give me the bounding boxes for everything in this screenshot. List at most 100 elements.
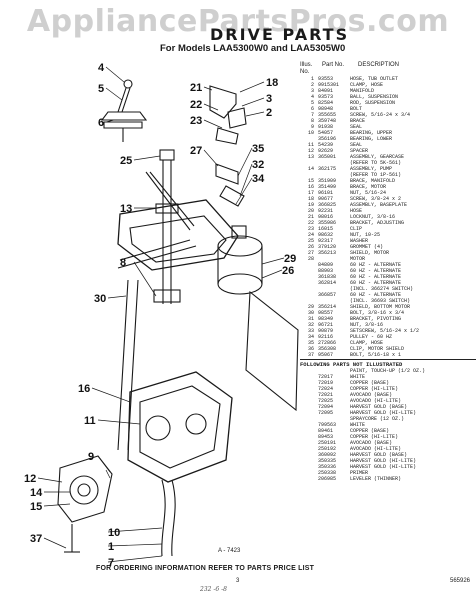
- suspension-ball: [123, 79, 133, 89]
- illus-number: 1: [310, 76, 314, 82]
- part-number: 361838: [318, 274, 337, 280]
- part-description: HOSE: [350, 208, 363, 214]
- part-description: CLAMP, HOSE: [350, 82, 384, 88]
- illus-number: 4: [310, 94, 314, 100]
- callout-16: 16: [78, 383, 90, 395]
- figure-reference: A - 7423: [218, 548, 241, 554]
- part-number: 54057: [318, 130, 334, 136]
- part-number: 54239: [318, 142, 334, 148]
- part-description: SPACER: [350, 148, 369, 154]
- page-number: 3: [236, 578, 240, 584]
- illus-number: 24: [307, 232, 314, 238]
- part-description: BRACKET, ADJUSTING: [350, 220, 405, 226]
- callout-9: 9: [88, 451, 94, 463]
- illus-number: 13: [307, 154, 314, 160]
- part-description: HOSE, TUB OUTLET: [350, 76, 399, 82]
- part-description: BALL, SUSPENSION: [350, 94, 399, 100]
- part-description: HARVEST GOLD (HI-LITE): [350, 464, 417, 470]
- part-description: HARVEST GOLD (HI-LITE): [350, 410, 417, 416]
- part-description: SPRAYCORE (12 OZ.): [350, 416, 405, 422]
- callout-21: 21: [190, 82, 202, 94]
- table-row: (INCL. 36693 SWITCH): [300, 298, 476, 304]
- part-number: 89453: [318, 434, 334, 440]
- illus-number: 35: [307, 340, 314, 346]
- table-row: SPRAYCORE (12 OZ.): [300, 416, 476, 422]
- part-number: 366857: [318, 292, 337, 298]
- part-description: SHIELD, BOTTOM MOTOR: [350, 304, 411, 310]
- part-description: GROMMET (4): [350, 244, 384, 250]
- part-number: 362175: [318, 166, 337, 172]
- col-illus-no: Illus. No.: [300, 62, 313, 75]
- part-description: SHIELD, MOTOR: [350, 250, 390, 256]
- ordering-footer: FOR ORDERING INFORMATION REFER TO PARTS …: [96, 565, 315, 572]
- part-description: AVOCADO (BASE): [350, 440, 393, 446]
- part-description: ASSEMBLY, PUMP: [350, 166, 393, 172]
- part-description: 60 HZ - ALTERNATE: [350, 262, 402, 268]
- callout-14: 14: [30, 487, 43, 499]
- table-row: 72024 COPPER (HI-LITE): [300, 386, 476, 392]
- part-description: COPPER (HI-LITE): [350, 386, 399, 392]
- part-description: BRACE, MANIFOLD: [350, 178, 396, 184]
- illus-number: 30: [307, 310, 314, 316]
- part-description: (INCL. 366274 SWITCH): [350, 286, 414, 292]
- part-description: AVOCADO (HI-LITE): [350, 446, 402, 452]
- part-number: 84091: [318, 88, 334, 94]
- part-number: 98632: [318, 232, 334, 238]
- part-number: 356196: [318, 136, 337, 142]
- part-description: LEVELER (THINNER): [350, 476, 402, 482]
- part-description: (INCL. 36693 SWITCH): [350, 298, 411, 304]
- part-description: BRACKET, PIVOTING: [350, 316, 402, 322]
- part-number: 92629: [318, 148, 334, 154]
- illus-number: 7: [310, 112, 314, 118]
- handwritten-note: 232 -6 -8: [200, 586, 227, 593]
- part-number: 360092: [318, 452, 337, 458]
- part-number: 356308: [318, 346, 337, 352]
- illus-number: 3: [310, 88, 314, 94]
- part-number: 72024: [318, 386, 334, 392]
- part-number: 72094: [318, 404, 334, 410]
- callout-25: 25: [120, 155, 132, 167]
- part-description: NUT, 5/16-24: [350, 190, 387, 196]
- part-number: 91938: [318, 124, 334, 130]
- part-number: 72017: [318, 374, 334, 380]
- callout-1: 1: [108, 541, 114, 553]
- table-row: 89453 COPPER (HI-LITE): [300, 434, 476, 440]
- illus-number: 6: [310, 106, 314, 112]
- table-row: (INCL. 366274 SWITCH): [300, 286, 476, 292]
- callout-26: 26: [282, 265, 294, 277]
- part-number: 206985: [318, 476, 337, 482]
- part-description: HARVEST GOLD (BASE): [350, 452, 408, 458]
- part-number: 96101: [318, 190, 334, 196]
- illus-number: 15: [307, 178, 314, 184]
- callout-8: 8: [120, 257, 126, 269]
- page-title: DRIVE PARTS: [210, 25, 350, 44]
- part-number: 356213: [318, 250, 337, 256]
- part-number: 90677: [318, 196, 334, 202]
- col-description: DESCRIPTION: [358, 62, 400, 68]
- part-description: SETSCREW, 5/16-24 x 1/2: [350, 328, 420, 334]
- callout-29: 29: [284, 253, 296, 265]
- illus-number: 33: [307, 328, 314, 334]
- illus-number: 37: [307, 352, 314, 358]
- part-description: COPPER (HI-LITE): [350, 434, 399, 440]
